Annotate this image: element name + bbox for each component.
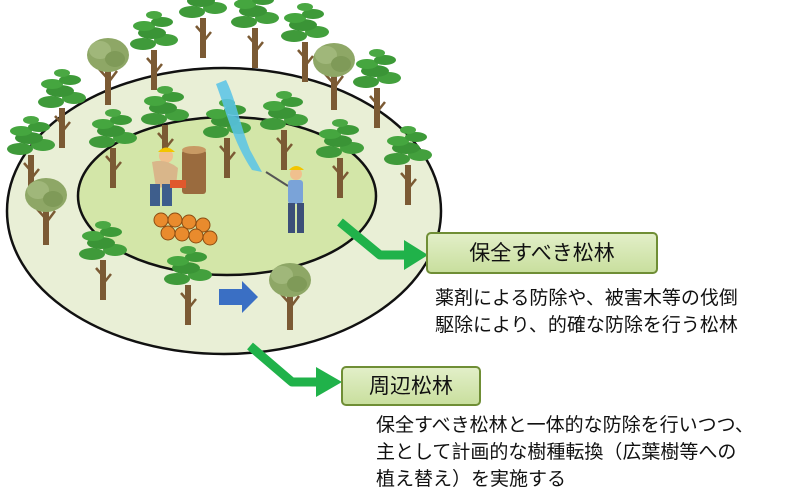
outer-zone-label: 周辺松林 (341, 366, 481, 406)
inner-zone-pointer-arrowhead (404, 240, 428, 270)
inner-zone-description: 薬剤による防除や、被害木等の伐倒 駆除により、的確な防除を行う松林 (435, 285, 738, 339)
outer-zone-pointer-arrow (247, 342, 322, 387)
description-line: 駆除により、的確な防除を行う松林 (435, 314, 738, 336)
description-line: 主として計画的な樹種転換（広葉樹等への (376, 441, 737, 463)
description-line: 薬剤による防除や、被害木等の伐倒 (435, 287, 738, 309)
log-pile-icon (153, 212, 218, 246)
worker-chainsaw-icon (150, 146, 206, 206)
worker-spraying-icon (265, 166, 304, 233)
inner-zone-label: 保全すべき松林 (426, 232, 658, 274)
description-line: 植え替え）を実施する (376, 468, 567, 490)
spray-mist (216, 80, 262, 172)
description-line: 保全すべき松林と一体的な防除を行いつつ、 (376, 414, 754, 436)
pine-tree-icon (229, 0, 281, 70)
inner-zone-pointer-arrow (337, 218, 412, 260)
blue-arrow-icon (219, 281, 258, 313)
outer-zone-pointer-arrowhead (316, 367, 342, 397)
outer-zone-description: 保全すべき松林と一体的な防除を行いつつ、 主として計画的な樹種転換（広葉樹等への… (376, 412, 754, 493)
pine-tree-icon (177, 0, 229, 60)
